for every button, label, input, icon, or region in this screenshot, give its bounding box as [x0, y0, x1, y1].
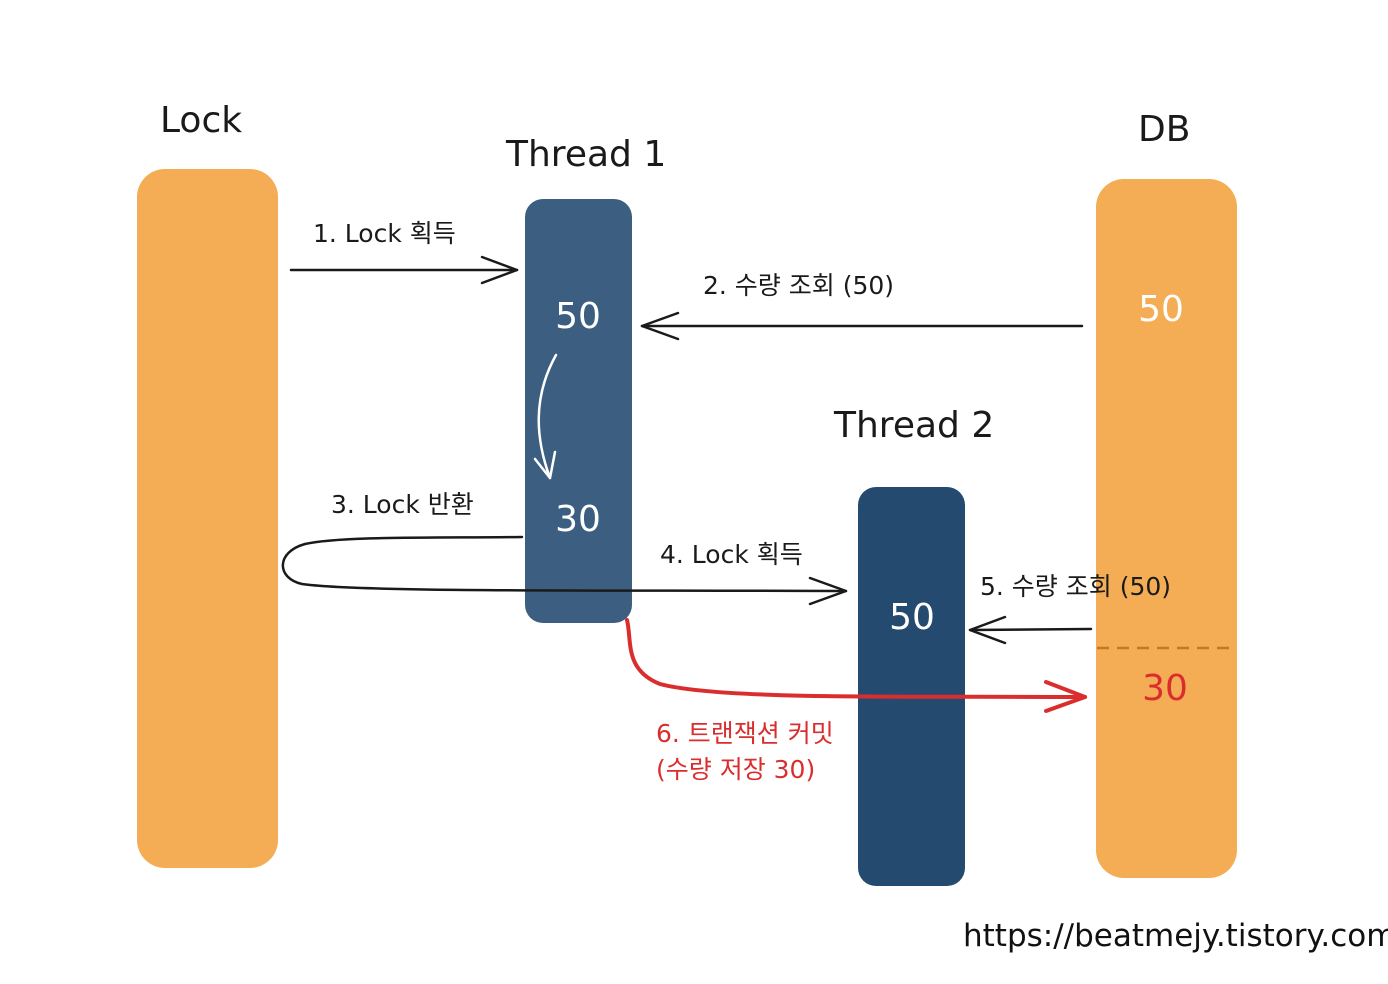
step-3-label: 3. Lock 반환 — [331, 490, 474, 519]
thread2-lifeline — [858, 487, 965, 886]
arrow-decrement — [533, 353, 558, 480]
thread1-lifeline — [525, 199, 632, 623]
db-lifeline — [1096, 179, 1237, 878]
thread1-title: Thread 1 — [506, 134, 667, 175]
thread1-after-value: 30 — [555, 499, 601, 540]
arrow-lock-release-acquire — [281, 535, 848, 606]
step-2-label: 2. 수량 조회 (50) — [703, 271, 895, 300]
step-5-label: 5. 수량 조회 (50) — [980, 572, 1172, 601]
arrow-query-1 — [640, 311, 1084, 341]
lock-lifeline — [137, 169, 278, 868]
step-6-line-1: 6. 트랜잭션 커밋 — [656, 719, 834, 748]
thread2-title: Thread 2 — [834, 405, 995, 446]
db-title: DB — [1138, 109, 1191, 150]
step-4-label: 4. Lock 획득 — [660, 540, 803, 569]
arrow-commit — [625, 618, 1087, 713]
db-after-value: 30 — [1142, 668, 1188, 709]
db-before-value: 50 — [1138, 289, 1184, 330]
lock-title: Lock — [160, 100, 243, 141]
step-6-label: 6. 트랜잭션 커밋 (수량 저장 30) — [656, 716, 834, 788]
thread1-read-value: 50 — [555, 296, 601, 337]
step-6-line-2: (수량 저장 30) — [656, 755, 816, 784]
arrow-lock-acquire-1 — [289, 255, 519, 285]
step-1-label: 1. Lock 획득 — [313, 219, 456, 248]
source-url: https://beatmejy.tistory.com — [963, 918, 1388, 954]
arrow-query-2 — [968, 615, 1093, 645]
thread2-read-value: 50 — [889, 597, 935, 638]
